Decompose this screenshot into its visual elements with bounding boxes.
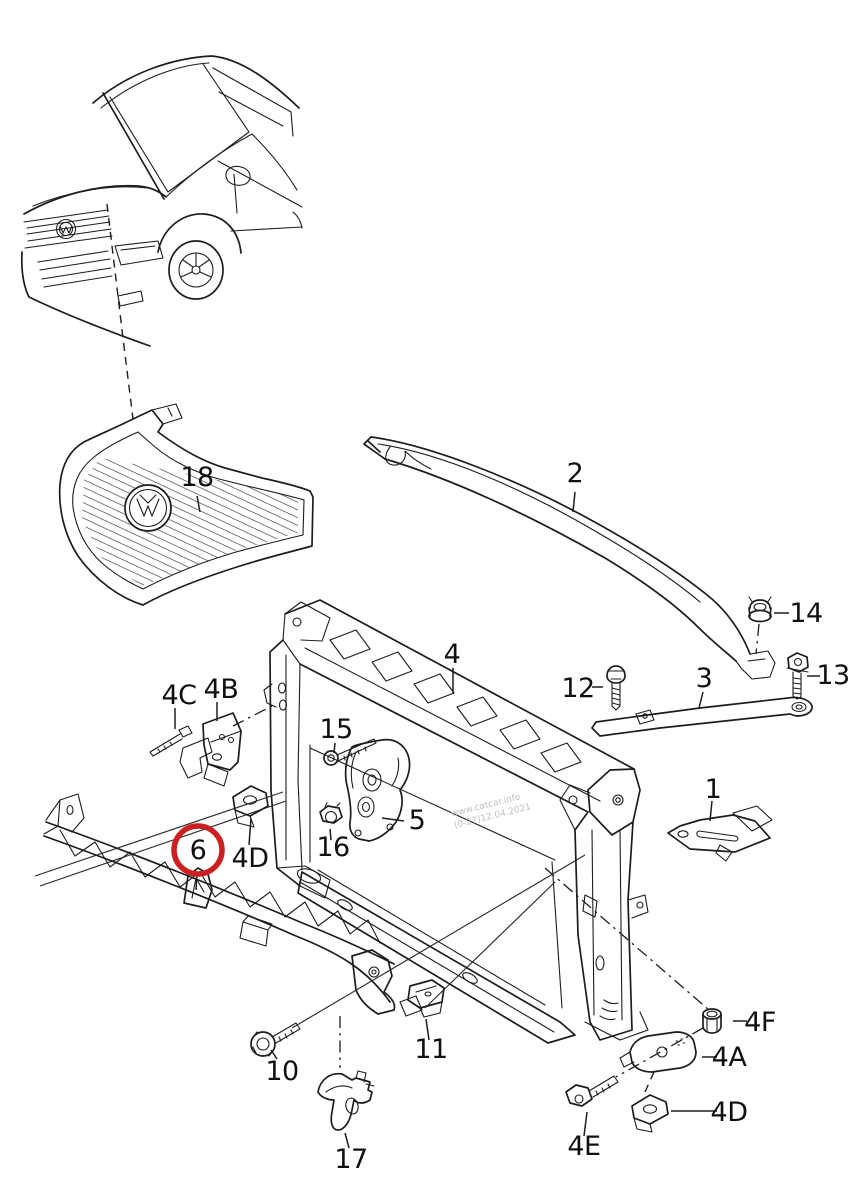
radiator-support-part-4 [34, 599, 649, 1044]
screw-part-4c [149, 725, 193, 757]
callout-3: 3 [696, 663, 713, 694]
bolt-part-10 [250, 1022, 301, 1057]
callout-12: 12 [561, 673, 594, 704]
callout-4f: 4F [744, 1007, 776, 1038]
callout-18: 18 [180, 462, 213, 493]
callout-4: 4 [444, 639, 461, 670]
bracket-part-17 [317, 1070, 375, 1131]
leader-lines [174, 491, 820, 1149]
screw-part-12 [606, 665, 626, 711]
callout-15: 15 [319, 714, 352, 745]
callout-11: 11 [414, 1034, 447, 1065]
callout-2: 2 [567, 458, 584, 489]
callout-1: 1 [705, 774, 722, 805]
nut-part-16 [319, 802, 343, 824]
callout-4d: 4D [232, 843, 269, 874]
fastener-part-4f [702, 1008, 722, 1034]
callout-17: 17 [334, 1144, 367, 1175]
callout-16: 16 [316, 832, 349, 863]
callout-4a: 4A [712, 1042, 748, 1073]
callout-4d2: 4D [711, 1097, 748, 1128]
callout-4c: 4C [161, 680, 196, 711]
clip-nut-part-4d-lower [631, 1094, 669, 1133]
bracket-part-1 [667, 805, 773, 862]
bracket-part-5 [344, 738, 411, 842]
crossmember-part-2 [363, 436, 776, 680]
clip-nut-part-4d-upper [232, 785, 269, 828]
callout-5: 5 [409, 805, 426, 836]
bolt-part-4e [565, 1075, 619, 1107]
lower-strip-part-6 [43, 793, 423, 1017]
callout-4e: 4E [567, 1131, 600, 1162]
callout-6: 6 [190, 835, 207, 866]
highlight-ring-part-6 [171, 823, 225, 877]
brace-part-3 [591, 696, 813, 737]
callout-10: 10 [265, 1056, 298, 1087]
grille-part-18 [58, 403, 314, 606]
bolt-part-15 [323, 738, 377, 766]
callout-13: 13 [816, 660, 849, 691]
car-illustration [20, 55, 303, 420]
callout-4b: 4B [204, 674, 239, 705]
clip-part-11 [407, 979, 445, 1018]
plate-part-4a [619, 1031, 697, 1073]
callout-14: 14 [789, 598, 822, 629]
nut-part-14 [748, 596, 772, 623]
bracket-part-4b [179, 712, 242, 787]
leader-car-to-grille [106, 203, 134, 420]
bolt-part-13 [786, 652, 809, 700]
watermark: www.catcar.info (0-27)12.04.2021 [450, 792, 532, 831]
